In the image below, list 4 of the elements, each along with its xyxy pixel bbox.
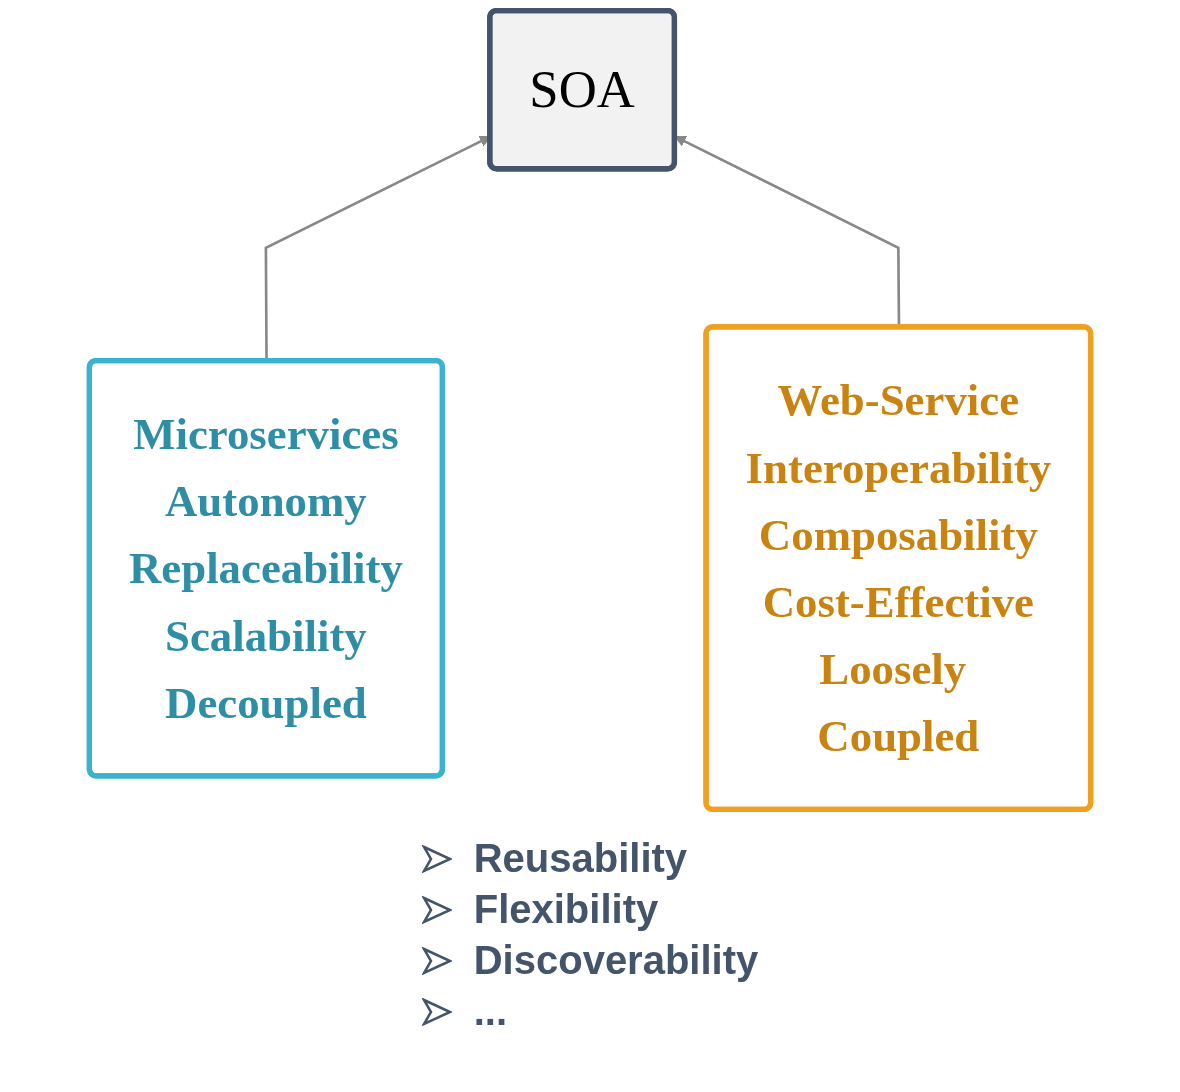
feature-label: ... — [473, 989, 508, 1034]
feature-label: Reusability — [473, 836, 688, 881]
feature-label: Flexibility — [473, 887, 659, 932]
feature-label: Discoverability — [473, 938, 759, 983]
